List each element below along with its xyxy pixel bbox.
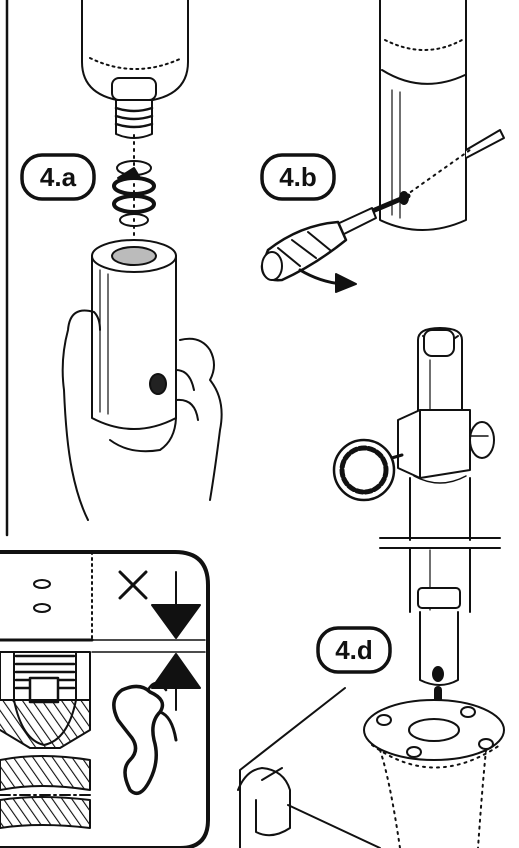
x-mark-icon bbox=[118, 570, 148, 600]
panel-frame bbox=[0, 0, 210, 848]
hand bbox=[61, 309, 223, 521]
step-badge-4b: 4.b bbox=[260, 153, 336, 201]
opposing-arrows-icon bbox=[91, 571, 206, 711]
step-4b-illustration bbox=[260, 0, 505, 293]
arrow-icon bbox=[335, 273, 357, 293]
step-label-4b: 4.b bbox=[279, 162, 317, 192]
step-badge-4d: 4.d bbox=[316, 626, 392, 674]
screwdriver-icon bbox=[260, 191, 411, 282]
step-label-4d: 4.d bbox=[335, 635, 373, 665]
step-label-4a: 4.a bbox=[40, 162, 77, 192]
step-4d-illustration bbox=[237, 687, 505, 848]
step-badge-4a: 4.a bbox=[20, 153, 96, 201]
arrow-icon bbox=[117, 167, 141, 179]
rod-assembly bbox=[332, 327, 501, 745]
spring-clip bbox=[112, 681, 178, 796]
cross-section-inset bbox=[0, 551, 206, 829]
lower-tube bbox=[91, 239, 177, 430]
step-4a-illustration bbox=[61, 0, 223, 521]
